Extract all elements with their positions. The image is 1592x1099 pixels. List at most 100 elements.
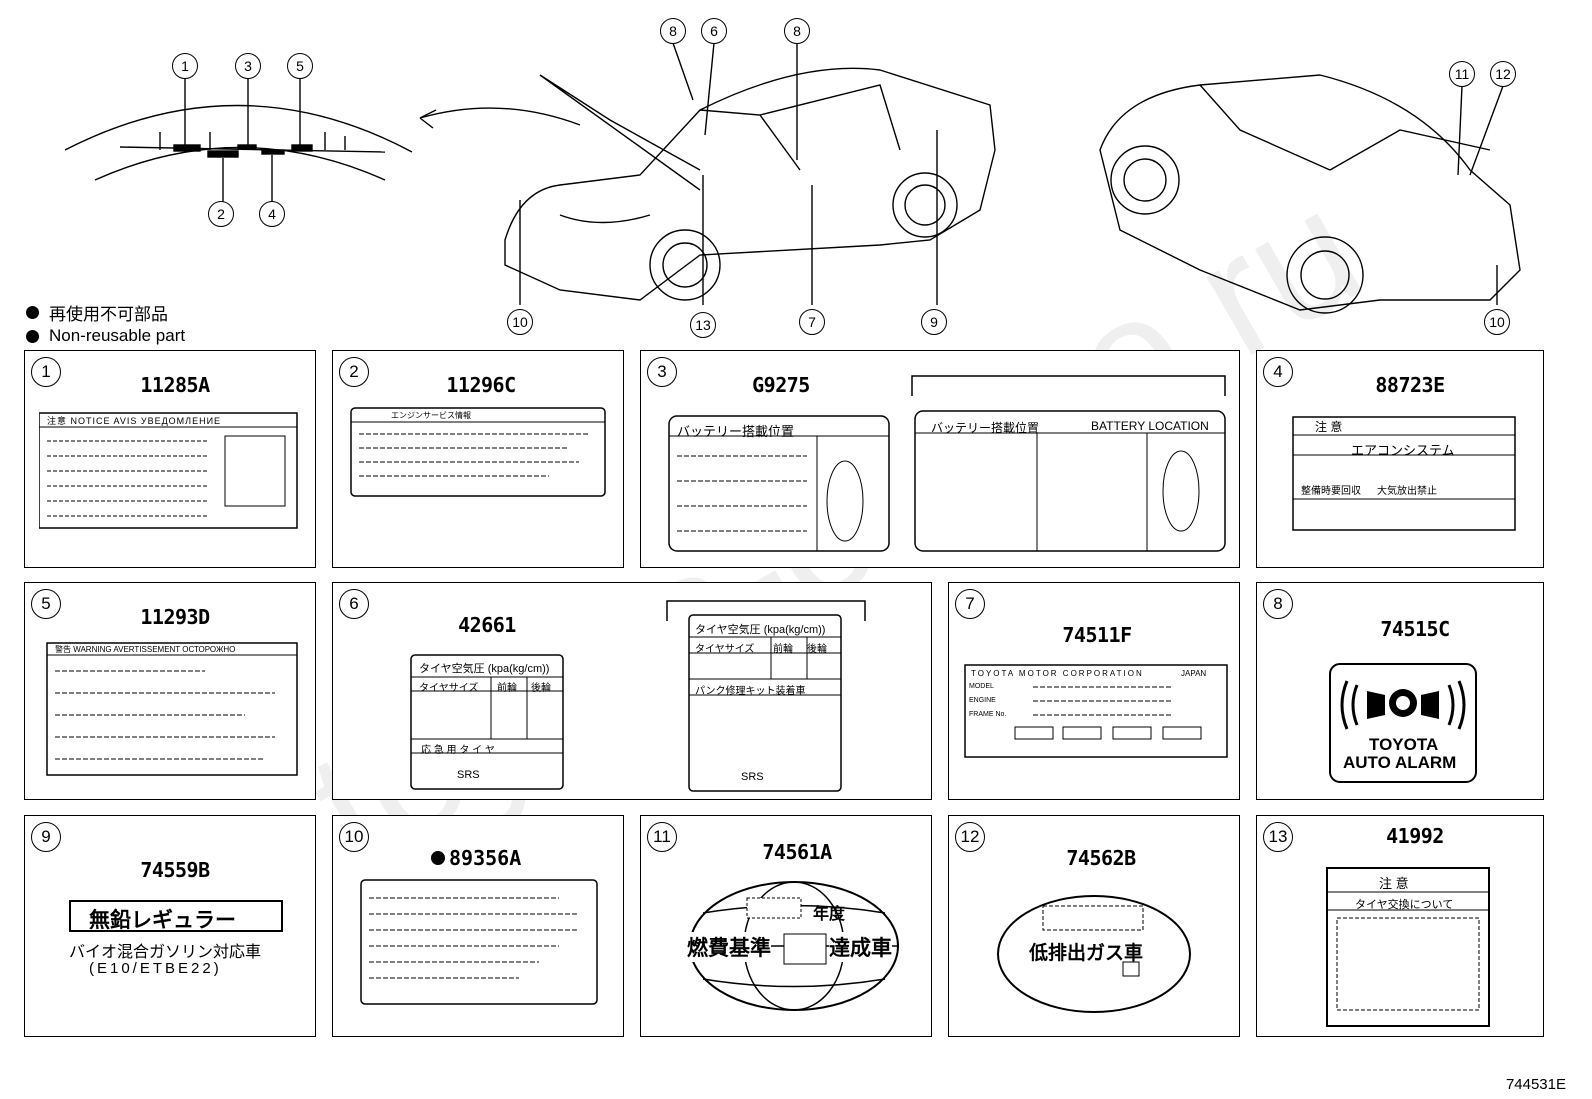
part-number: 11296C	[446, 373, 516, 397]
panel-9: 9 74559B 無鉛レギュラー バイオ混合ガソリン対応車 (E10/ETBE2…	[24, 815, 316, 1037]
legend-en: Non-reusable part	[26, 326, 185, 346]
alarm-label-diagram	[1329, 663, 1477, 783]
caution-text: 注 意	[1379, 876, 1409, 891]
toyota-corp-text: TOYOTA MOTOR CORPORATION	[971, 669, 1144, 678]
callout-7: 7	[799, 309, 825, 335]
callout-10: 10	[1484, 309, 1510, 335]
non-reusable-dot-icon	[26, 329, 39, 343]
tire-caution-label	[1326, 867, 1490, 1027]
japan-text: JAPAN	[1181, 669, 1207, 678]
part-number: 74559B	[140, 858, 210, 882]
srs-text: SRS	[457, 769, 480, 781]
tire-size-text: タイヤサイズ	[419, 683, 479, 694]
panel-8: 8 74515C TOYOTA AUTO ALARM	[1256, 582, 1544, 800]
panel-number: 2	[339, 357, 369, 387]
front-wheel-text-2: 前輪	[773, 644, 793, 655]
front-wheel-text: 前輪	[497, 683, 517, 694]
legend-jp: 再使用不可部品	[26, 300, 168, 325]
engine-service-text: エンジンサービス情報	[391, 411, 471, 420]
non-reusable-dot-icon	[26, 306, 39, 319]
panel-5: 5 11293D 警告 WARNING AVERTISSEMENT ОСТОРО…	[24, 582, 316, 800]
spare-tire-text: 応 急 用 タ イ ヤ	[421, 745, 495, 756]
repair-kit-text: パンク修理キット装着車	[695, 686, 806, 697]
panel-number: 3	[647, 357, 677, 387]
tire-pressure-text-2: タイヤ空気圧 (kpa(kg/cm))	[695, 624, 826, 636]
part-number: 41992	[1386, 824, 1444, 848]
warning-label-diagram	[46, 642, 298, 776]
callout-8: 8	[660, 18, 686, 44]
low-emission-oval	[997, 895, 1191, 1013]
panel-number: 11	[647, 822, 677, 852]
frame-text: FRAME No.	[969, 711, 1007, 718]
low-emission-text: 低排出ガス車	[1029, 943, 1144, 964]
callout-10: 10	[507, 309, 533, 335]
part-number: 74515C	[1380, 617, 1450, 641]
aircon-no-release-text: 大気放出禁止	[1377, 486, 1437, 497]
panel-3: 3 G9275 バッテリー搭載位置 バッテリー搭載位置 BATTERY LOCA…	[640, 350, 1240, 568]
battery-location-jp-2: バッテリー搭載位置	[931, 421, 1040, 435]
unleaded-text: 無鉛レギュラー	[89, 909, 236, 932]
part-number: 11293D	[140, 605, 210, 629]
panel-10: 10 89356A	[332, 815, 624, 1037]
tire-label-diagram	[410, 600, 866, 792]
non-reusable-dot-icon	[431, 851, 445, 865]
legend-en-text: Non-reusable part	[49, 326, 186, 345]
part-number: 74511F	[1062, 623, 1132, 647]
callout-11: 11	[1449, 61, 1475, 87]
callout-5: 5	[287, 53, 313, 79]
callout-3: 3	[235, 53, 261, 79]
callout-2: 2	[208, 201, 234, 227]
notice-label-diagram	[39, 412, 298, 529]
notice-header: 注意 NOTICE AVIS УВЕДОМЛЕНИЕ	[47, 416, 222, 426]
warning-header: 警告 WARNING AVERTISSEMENT ОСТОРОЖНО	[55, 645, 236, 654]
aircon-text: エアコンシステム	[1351, 443, 1455, 458]
legend-jp-text: 再使用不可部品	[49, 305, 168, 324]
tire-size-text-2: タイヤサイズ	[695, 644, 755, 655]
callout-9: 9	[921, 309, 947, 335]
panel-number: 6	[339, 589, 369, 619]
alarm-line1: TOYOTA	[1369, 735, 1439, 754]
part-number: 88723E	[1375, 373, 1445, 397]
part-number: 11285A	[140, 373, 210, 397]
panel-6: 6 42661 タイヤ空気圧 (kpa(kg/cm)) タイヤサイズ 前輪 後輪…	[332, 582, 932, 800]
engine-label-diagram	[350, 407, 606, 497]
caution-text: 注 意	[1315, 420, 1343, 434]
bio-fuel-text: バイオ混合ガソリン対応車	[69, 944, 262, 961]
callout-1: 1	[172, 53, 198, 79]
aircon-recover-text: 整備時要回収	[1301, 486, 1361, 497]
panel-number: 4	[1263, 357, 1293, 387]
aircon-label-diagram	[1292, 416, 1516, 531]
callout-6: 6	[701, 18, 727, 44]
part-number: 42661	[458, 613, 516, 637]
rear-wheel-text-2: 後輪	[807, 644, 827, 655]
part-number: G9275	[752, 373, 810, 397]
rear-wheel-text: 後輪	[531, 683, 551, 694]
battery-label-diagram	[668, 375, 1226, 552]
panel-number: 12	[955, 822, 985, 852]
fuel-standard-text: 燃費基準	[687, 932, 771, 962]
battery-location-jp: バッテリー搭載位置	[677, 424, 795, 439]
part-number: 74562B	[1066, 846, 1136, 870]
tire-pressure-text: タイヤ空気圧 (kpa(kg/cm))	[419, 663, 550, 675]
srs-text-2: SRS	[741, 771, 764, 783]
battery-location-en: BATTERY LOCATION	[1091, 419, 1209, 433]
panel-number: 10	[339, 822, 369, 852]
bumper-label-diagram	[360, 879, 598, 1005]
part-number-row: 89356A	[431, 846, 521, 870]
vehicle-id-label-diagram	[964, 664, 1228, 758]
fuel-label-box	[69, 900, 283, 932]
panel-number: 1	[31, 357, 61, 387]
part-number: 74561A	[762, 840, 832, 864]
panel-number: 7	[955, 589, 985, 619]
panel-number: 9	[31, 822, 61, 852]
callout-12: 12	[1490, 61, 1516, 87]
achieved-text: 達成車	[829, 932, 892, 962]
panel-number: 5	[31, 589, 61, 619]
e10-text: (E10/ETBE22)	[89, 960, 222, 977]
panel-7: 7 74511F TOYOTA MOTOR CORPORATION JAPAN …	[948, 582, 1240, 800]
callout-4: 4	[259, 201, 285, 227]
panel-2: 2 11296C エンジンサービス情報	[332, 350, 624, 568]
part-number: 89356A	[449, 846, 522, 870]
engine-text: ENGINE	[969, 697, 996, 704]
